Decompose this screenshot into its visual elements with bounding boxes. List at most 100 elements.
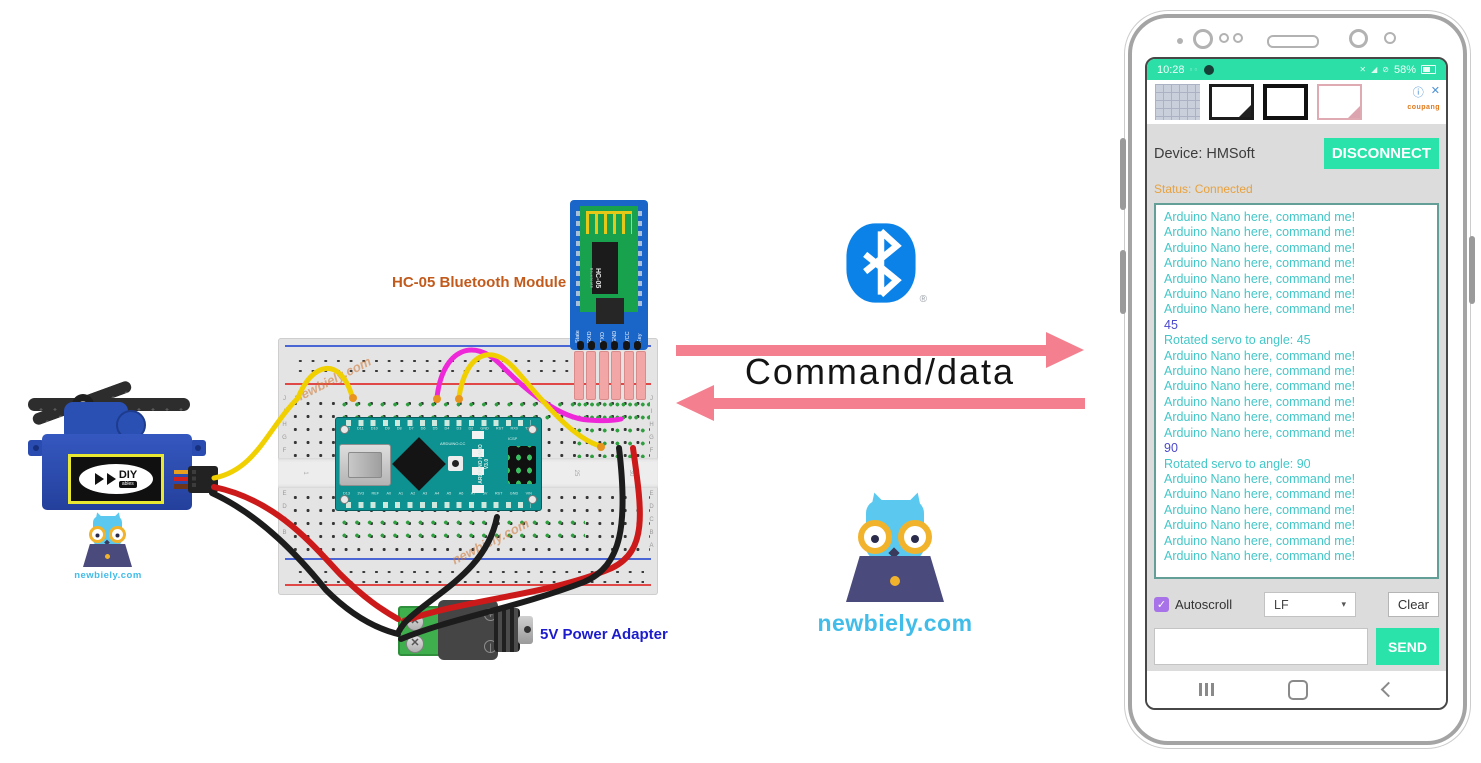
phone-screen: 10:28 ▫▫ ✕ ◢ ⊘ 58% ⓘ ✕ <box>1145 57 1448 710</box>
message-line: Arduino Nano here, command me! <box>1164 256 1356 271</box>
owl-mascot-large <box>836 490 954 610</box>
power-adapter-label: 5V Power Adapter <box>540 626 668 643</box>
ad-info-icon[interactable]: ⓘ <box>1412 87 1424 99</box>
earpiece-speaker-icon <box>1267 35 1319 48</box>
recents-icon[interactable] <box>1199 683 1214 696</box>
volume-down-button[interactable] <box>1120 250 1126 314</box>
nano-pin-row-top <box>346 420 531 426</box>
pin-label: D9 <box>384 427 390 431</box>
message-line: 45 <box>1164 317 1178 332</box>
mounting-hole <box>528 425 537 434</box>
arrow-left-head-icon <box>676 385 714 421</box>
signal-icon: ◢ <box>1371 65 1378 74</box>
pin-label: TXD <box>599 332 606 343</box>
send-row: SEND <box>1154 628 1439 665</box>
mounting-hole <box>340 425 349 434</box>
pin-label: D5 <box>432 427 438 431</box>
clear-button[interactable]: Clear <box>1387 592 1439 617</box>
antenna-trace <box>586 211 632 234</box>
pin-label: GND <box>509 492 519 496</box>
row-letter: G <box>282 434 287 441</box>
row-letter: F <box>282 447 287 454</box>
device-name-label: Device: HMSoft <box>1154 145 1255 162</box>
message-line: Arduino Nano here, command me! <box>1164 533 1356 548</box>
message-line: 90 <box>1164 441 1178 456</box>
message-line: Arduino Nano here, command me! <box>1164 240 1356 255</box>
breadboard-bottom-rail-holes <box>292 565 644 583</box>
camera-icon <box>1349 29 1368 48</box>
row-letter: B <box>282 529 287 536</box>
arrow-right-head-icon <box>1046 332 1084 368</box>
ad-thumbnail-black-frame[interactable] <box>1209 84 1254 120</box>
disconnect-button[interactable]: DISCONNECT <box>1323 138 1439 169</box>
hc05-main-chip: HC-05 Bluetooth <box>589 242 618 294</box>
ad-banner[interactable]: ⓘ ✕ coupang <box>1147 80 1446 124</box>
android-nav-bar <box>1147 671 1446 708</box>
pin-label: A1 <box>398 492 404 496</box>
hc05-chip-subtext: Bluetooth <box>589 268 593 289</box>
pin-label: RX0 <box>510 427 518 431</box>
nano-pin-labels-top: D12D11D10D9D8D7D6D5D4D3D2GNDRSTRX0TX1 <box>343 427 532 431</box>
arrow-right-shaft <box>676 345 1048 356</box>
sensor-icon <box>1219 33 1229 43</box>
hc05-secondary-chip <box>596 298 624 324</box>
hc05-edge-pads-left <box>576 211 580 309</box>
logo-triangle-icon <box>94 473 104 485</box>
pin-label: D11 <box>357 427 364 431</box>
bluetooth-logo: ® <box>845 221 927 305</box>
message-line: Arduino Nano here, command me! <box>1164 471 1356 486</box>
row-letter: H <box>649 421 654 428</box>
terminal-controls: ✓ Autoscroll LF ▾ Clear <box>1154 592 1439 617</box>
message-line: Rotated servo to angle: 90 <box>1164 456 1311 471</box>
ad-thumbnail-pink-frame[interactable] <box>1317 84 1362 120</box>
row-letter: F <box>649 447 654 454</box>
volume-up-button[interactable] <box>1120 138 1126 210</box>
owl-icon <box>836 490 954 610</box>
line-ending-value: LF <box>1274 597 1289 612</box>
autoscroll-checkbox[interactable]: ✓ <box>1154 597 1169 612</box>
row-letter: I <box>650 408 653 415</box>
message-line: Arduino Nano here, command me! <box>1164 271 1356 286</box>
row-letter: A <box>282 542 287 549</box>
logo-triangle-icon <box>106 473 116 485</box>
servo-mount-tab-left <box>28 440 44 456</box>
back-icon[interactable] <box>1380 681 1397 698</box>
logo-text-ables: ables <box>118 481 137 488</box>
smartphone: 10:28 ▫▫ ✕ ◢ ⊘ 58% ⓘ ✕ <box>1120 14 1475 745</box>
row-letter: E <box>282 491 287 497</box>
breadboard-bottom-red-rail <box>285 584 651 586</box>
row-letter: G <box>649 434 654 441</box>
mounting-hole <box>340 495 349 504</box>
power-button[interactable] <box>1469 236 1475 304</box>
line-ending-dropdown[interactable]: LF ▾ <box>1264 592 1356 617</box>
servo-mount-tab-right <box>190 440 206 456</box>
message-log[interactable]: Arduino Nano here, command me!Arduino Na… <box>1154 203 1439 579</box>
ad-thumbnail-circuit[interactable] <box>1155 84 1200 120</box>
message-line: Arduino Nano here, command me! <box>1164 394 1356 409</box>
proximity-sensor-icon <box>1177 38 1183 44</box>
mini-usb-port <box>339 444 391 486</box>
terminal-screw-minus: ✕ <box>406 635 424 653</box>
nano-pin-row-bottom <box>346 502 531 508</box>
breadboard-top-blue-rail <box>285 345 651 347</box>
message-input[interactable] <box>1154 628 1368 665</box>
power-jack-barrel <box>518 616 533 644</box>
mounting-hole <box>528 495 537 504</box>
home-icon[interactable] <box>1288 679 1309 700</box>
owl-icon <box>78 511 137 571</box>
pin-label: State <box>575 330 581 343</box>
ad-thumbnail-black-frame-2[interactable] <box>1263 84 1308 120</box>
send-button[interactable]: SEND <box>1376 628 1439 665</box>
connected-holes-right <box>570 395 650 458</box>
front-camera-icon <box>1193 29 1213 49</box>
icsp-label: ICSP <box>508 437 518 442</box>
registered-mark: ® <box>919 294 927 305</box>
ad-close-icon[interactable]: ✕ <box>1430 85 1440 97</box>
message-line: Arduino Nano here, command me! <box>1164 379 1356 394</box>
device-row: Device: HMSoft DISCONNECT <box>1154 138 1439 169</box>
female-header-sockets <box>574 351 646 400</box>
notification-icons: ▫▫ <box>1189 65 1200 74</box>
terminal-screw-plus: ✕ <box>406 613 424 631</box>
logo-text-diy: DIY <box>118 469 138 481</box>
